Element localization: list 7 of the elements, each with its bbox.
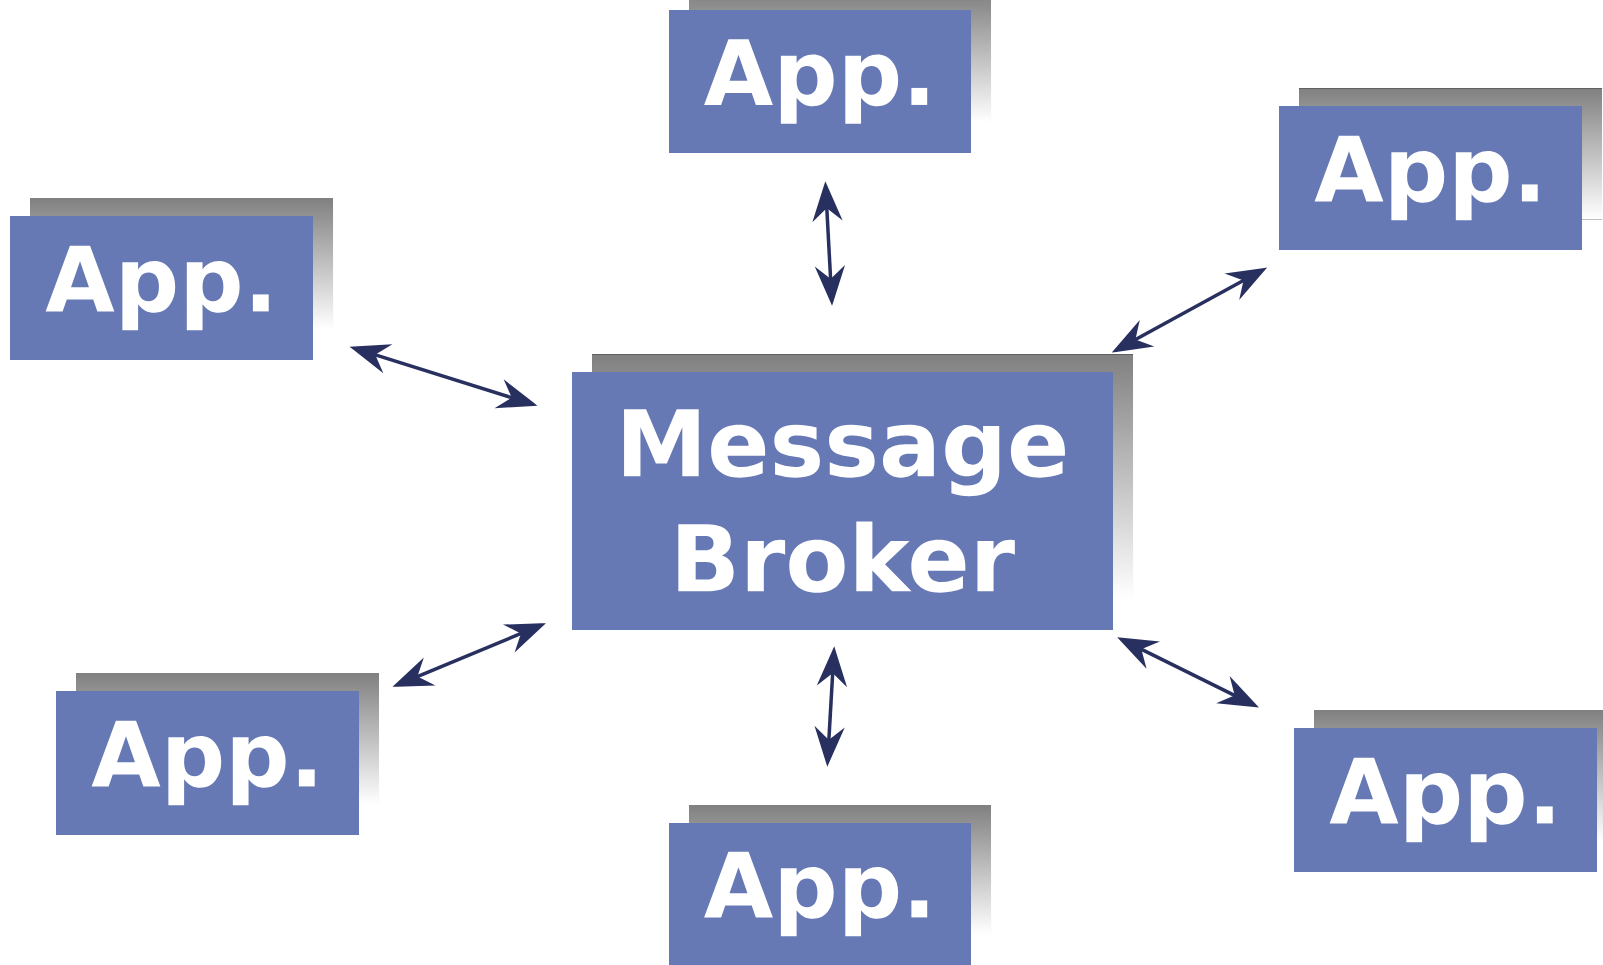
app-box: App.	[669, 823, 971, 965]
app-box: App.	[56, 691, 359, 835]
app-box: App.	[1294, 728, 1597, 872]
app-box: App.	[10, 216, 313, 360]
app-box: Message Broker	[572, 372, 1113, 630]
app-box: App.	[669, 10, 971, 153]
app-box: App.	[1279, 106, 1582, 250]
